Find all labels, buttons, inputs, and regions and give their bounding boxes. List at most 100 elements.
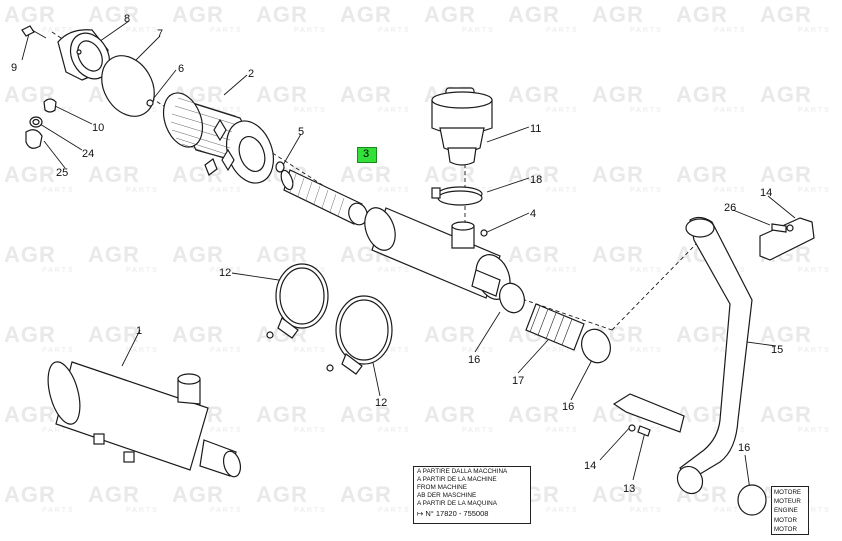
callout-8: 8 bbox=[124, 13, 130, 25]
part-26-bolt bbox=[771, 223, 794, 233]
part-16-hose-clamp-c bbox=[737, 484, 767, 516]
engine-line-en: ENGINE bbox=[774, 507, 798, 515]
callout-13: 13 bbox=[623, 483, 635, 495]
watermark-brand: AGR bbox=[760, 402, 812, 427]
watermark-sub: PARTS bbox=[378, 267, 411, 274]
note-line-es: A PARTIR DE LA MAQUINA bbox=[417, 500, 498, 507]
watermark-sub: PARTS bbox=[126, 507, 159, 514]
callout-1: 1 bbox=[136, 325, 142, 337]
watermark-sub: PARTS bbox=[630, 27, 663, 34]
part-1-air-cleaner-assembly bbox=[47, 361, 242, 478]
part-9-bolt bbox=[21, 25, 47, 39]
note-line-fr: A PARTIR DE LA MACHINE bbox=[417, 476, 497, 483]
arrow-icon: ↦ bbox=[417, 509, 424, 518]
watermark-sub: PARTS bbox=[798, 27, 831, 34]
note-serial: ↦ N° 17820 - 755008 bbox=[417, 510, 527, 518]
callout-6: 6 bbox=[178, 63, 184, 75]
callout-16-a: 16 bbox=[468, 354, 480, 366]
engine-label-box: MOTORE MOTEUR ENGINE MOTOR MOTOR bbox=[771, 486, 809, 535]
watermark-brand: AGR bbox=[508, 162, 560, 187]
watermark-brand: AGR bbox=[592, 82, 644, 107]
callout-15: 15 bbox=[771, 344, 783, 356]
note-serial-text: N° 17820 - 755008 bbox=[425, 509, 489, 518]
callout-26: 26 bbox=[724, 202, 736, 214]
watermark-brand: AGR bbox=[172, 2, 224, 27]
watermark-brand: AGR bbox=[592, 2, 644, 27]
watermark-brand: AGR bbox=[340, 402, 392, 427]
watermark-sub: PARTS bbox=[42, 347, 75, 354]
callout-7: 7 bbox=[157, 28, 163, 40]
watermark-brand: AGR bbox=[424, 402, 476, 427]
part-7-o-ring bbox=[101, 55, 155, 117]
watermark-sub: PARTS bbox=[546, 507, 579, 514]
callout-16-b: 16 bbox=[562, 401, 574, 413]
watermark-sub: PARTS bbox=[378, 107, 411, 114]
part-6-nut bbox=[146, 99, 154, 107]
watermark-sub: PARTS bbox=[378, 427, 411, 434]
part-16-hose-clamp-a bbox=[499, 282, 525, 314]
highlighted-callout-box[interactable] bbox=[357, 147, 377, 163]
watermark-sub: PARTS bbox=[546, 107, 579, 114]
watermark-sub: PARTS bbox=[126, 267, 159, 274]
watermark-sub: PARTS bbox=[798, 427, 831, 434]
callout-9: 9 bbox=[11, 62, 17, 74]
watermark-sub: PARTS bbox=[210, 187, 243, 194]
watermark-sub: PARTS bbox=[210, 507, 243, 514]
watermark-brand: AGR bbox=[256, 482, 308, 507]
watermark-brand: AGR bbox=[172, 482, 224, 507]
watermark-brand: AGR bbox=[256, 402, 308, 427]
part-12-band-clamp-lower bbox=[326, 295, 393, 375]
part-16-hose-clamp-b bbox=[581, 328, 611, 364]
watermark-brand: AGR bbox=[508, 82, 560, 107]
watermark-sub: PARTS bbox=[462, 427, 495, 434]
watermark-sub: PARTS bbox=[210, 427, 243, 434]
watermark-brand: AGR bbox=[4, 322, 56, 347]
watermark-sub: PARTS bbox=[126, 187, 159, 194]
watermark-brand: AGR bbox=[592, 162, 644, 187]
watermark-brand: AGR bbox=[256, 242, 308, 267]
callout-2: 2 bbox=[248, 68, 254, 80]
note-line-de: AB DER MASCHINE bbox=[417, 492, 477, 499]
part-13-bolt bbox=[628, 424, 651, 437]
watermark-brand: AGR bbox=[676, 82, 728, 107]
watermark-brand: AGR bbox=[424, 162, 476, 187]
callout-14-lower: 14 bbox=[584, 460, 596, 472]
callout-4: 4 bbox=[530, 208, 536, 220]
highlighted-callout-3[interactable]: 3 bbox=[362, 148, 370, 160]
watermark-sub: PARTS bbox=[210, 347, 243, 354]
watermark-sub: PARTS bbox=[798, 347, 831, 354]
note-line-en: FROM MACHINE bbox=[417, 484, 468, 491]
watermark-brand: AGR bbox=[172, 242, 224, 267]
part-11-precleaner bbox=[431, 87, 493, 166]
engine-line-it: MOTORE bbox=[774, 489, 802, 496]
watermark-brand: AGR bbox=[4, 402, 56, 427]
watermark-sub: PARTS bbox=[630, 267, 663, 274]
part-2-main-filter-element bbox=[162, 92, 274, 184]
watermark-brand: AGR bbox=[256, 2, 308, 27]
part-25-valve bbox=[25, 129, 43, 149]
watermark-sub: PARTS bbox=[546, 267, 579, 274]
watermark-sub: PARTS bbox=[42, 427, 75, 434]
part-14-bracket-upper bbox=[759, 217, 815, 261]
callout-14-upper: 14 bbox=[760, 187, 772, 199]
watermark-brand: AGR bbox=[592, 242, 644, 267]
watermark-brand: AGR bbox=[424, 322, 476, 347]
callout-16-c: 16 bbox=[738, 442, 750, 454]
watermark-sub: PARTS bbox=[714, 187, 747, 194]
watermark-brand: AGR bbox=[508, 2, 560, 27]
watermark-sub: PARTS bbox=[714, 507, 747, 514]
watermark-sub: PARTS bbox=[378, 507, 411, 514]
watermark-sub: PARTS bbox=[546, 427, 579, 434]
callout-17: 17 bbox=[512, 375, 524, 387]
watermark-sub: PARTS bbox=[294, 347, 327, 354]
part-8-end-cap bbox=[57, 29, 111, 81]
watermark-brand: AGR bbox=[172, 322, 224, 347]
watermark-sub: PARTS bbox=[294, 507, 327, 514]
watermark-sub: PARTS bbox=[378, 27, 411, 34]
watermark-sub: PARTS bbox=[714, 107, 747, 114]
watermark-sub: PARTS bbox=[462, 27, 495, 34]
watermark-sub: PARTS bbox=[798, 267, 831, 274]
watermark-brand: AGR bbox=[88, 2, 140, 27]
watermark-brand: AGR bbox=[340, 482, 392, 507]
